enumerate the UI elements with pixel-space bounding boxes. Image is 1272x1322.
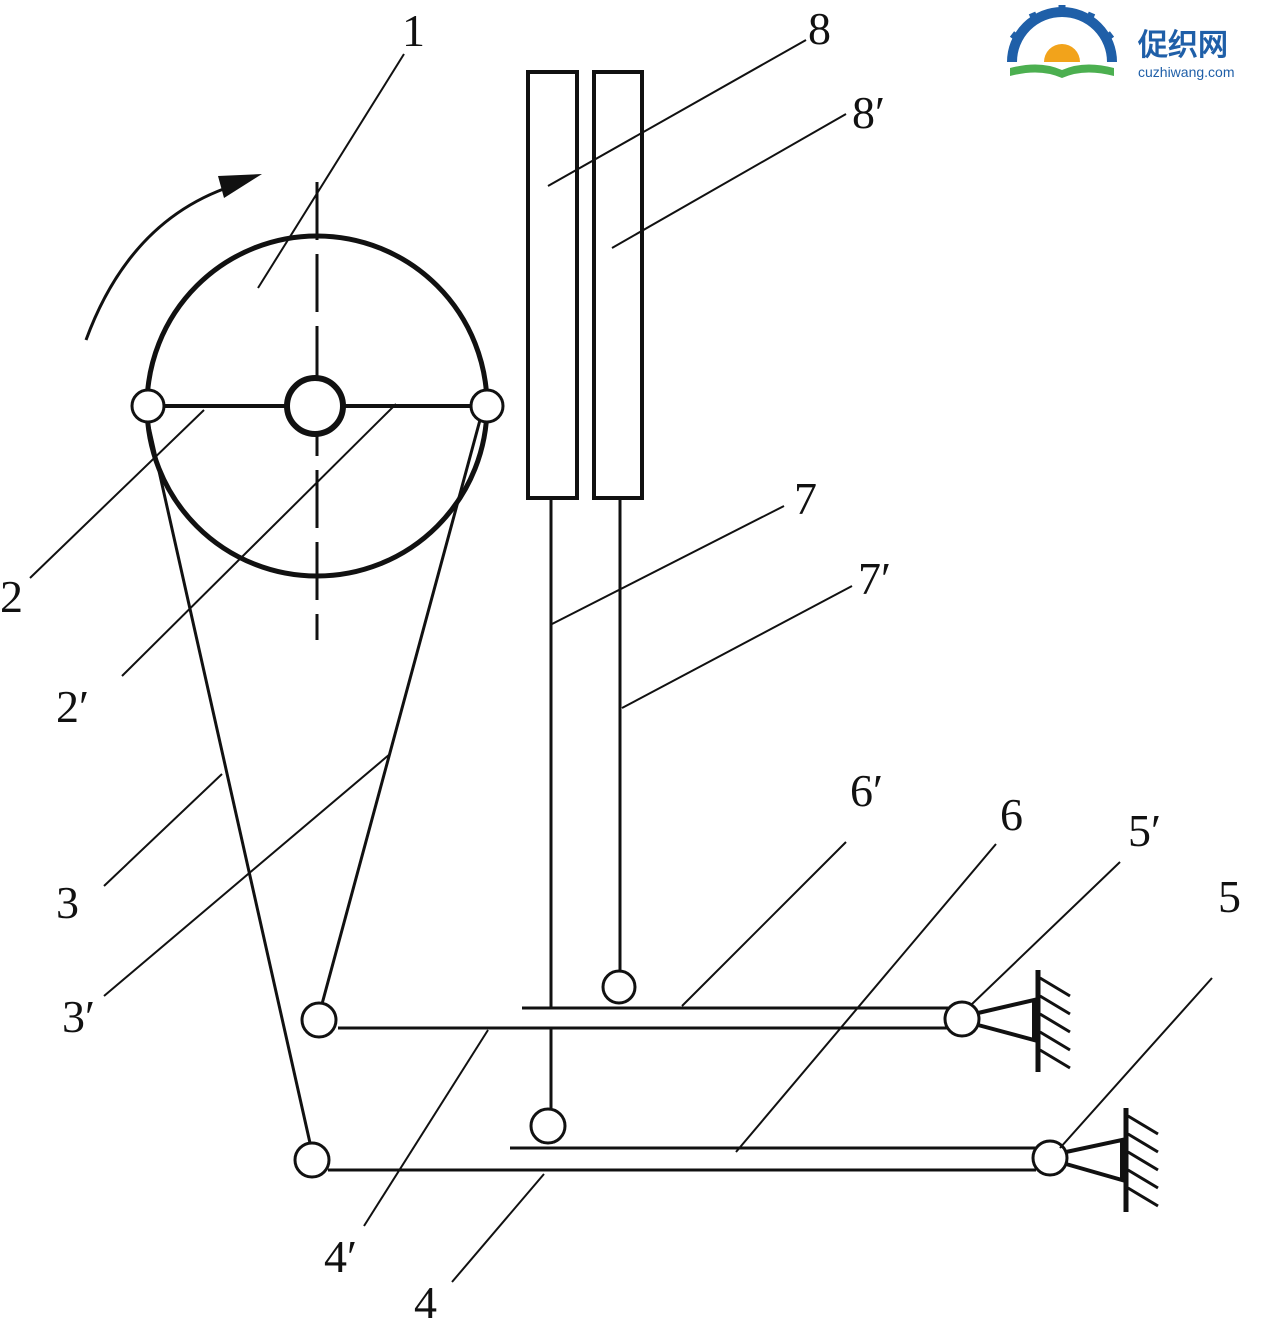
rotation-arrow xyxy=(84,174,262,341)
label-4: 4 xyxy=(414,1277,437,1322)
heddle-frame-8 xyxy=(526,70,579,500)
connecting-rod-3p xyxy=(320,419,482,1005)
label-1: 1 xyxy=(402,5,425,56)
watermark-logo: 促织网 cuzhiwang.com xyxy=(1007,5,1235,80)
treadle-lower xyxy=(293,1107,1069,1179)
fixed-pivot-5 xyxy=(1065,1108,1159,1212)
crank-pin-left xyxy=(130,388,166,424)
label-8: 8 xyxy=(808,3,831,54)
label-5p: 5′ xyxy=(1128,805,1161,856)
label-5: 5 xyxy=(1218,871,1241,922)
crank-pin-right xyxy=(469,388,505,424)
label-2: 2 xyxy=(0,571,23,622)
connecting-rod-3 xyxy=(146,421,312,1144)
label-2p: 2′ xyxy=(56,681,89,732)
label-6: 6 xyxy=(1000,789,1023,840)
label-8p: 8′ xyxy=(852,87,885,138)
sun-icon xyxy=(1044,44,1080,62)
label-4p: 4′ xyxy=(324,1231,357,1282)
fixed-pivot-5p xyxy=(977,970,1071,1072)
crank-disc xyxy=(130,182,505,640)
heddle-frame-8p xyxy=(592,70,644,500)
label-7: 7 xyxy=(794,473,817,524)
label-3: 3 xyxy=(56,877,79,928)
label-3p: 3′ xyxy=(62,991,95,1042)
watermark-name: 促织网 xyxy=(1137,28,1228,63)
book-icon xyxy=(1010,64,1114,78)
leader-lines xyxy=(29,39,1213,1283)
gear-icon xyxy=(1007,5,1117,63)
watermark-url: cuzhiwang.com xyxy=(1138,64,1235,80)
label-6p: 6′ xyxy=(850,765,883,816)
treadle-upper xyxy=(300,969,981,1039)
label-7p: 7′ xyxy=(858,553,891,604)
